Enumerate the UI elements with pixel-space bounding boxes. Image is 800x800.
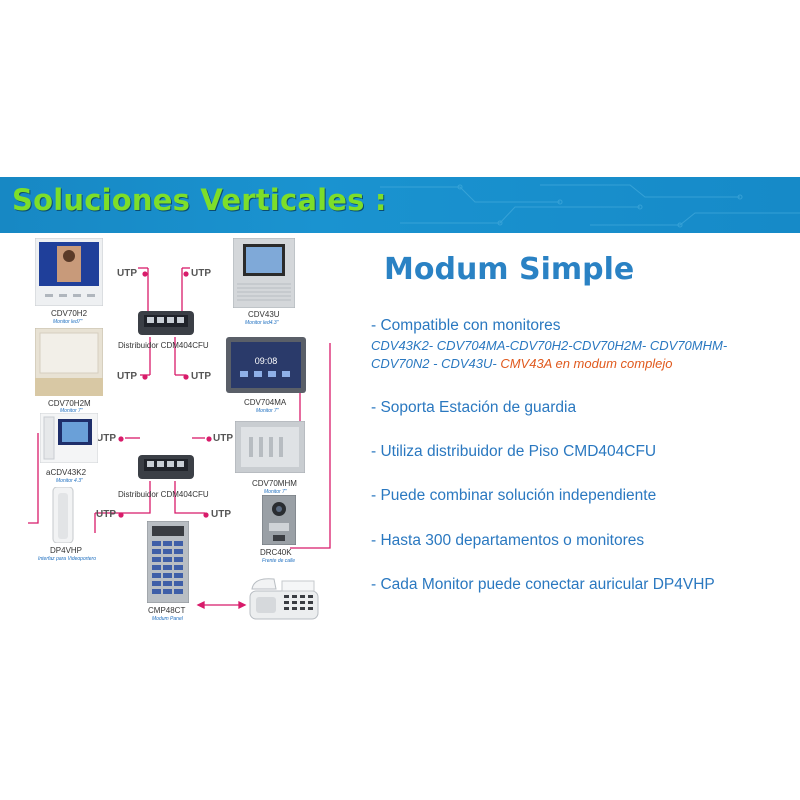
device-subtitle: Monitor 7" <box>256 408 279 414</box>
device-subtitle: Monitor led4.3" <box>245 320 279 326</box>
system-diagram: Distribuidor CDM404CFU Distribuidor CDM4… <box>0 233 360 633</box>
monitor-cdv70mhm-icon <box>235 421 305 473</box>
utp-label: UTP <box>191 268 211 279</box>
compat-note: CMV43A en modum complejo <box>500 356 673 371</box>
monitor-cdv43u-icon <box>233 238 295 308</box>
utp-label: UTP <box>213 433 233 444</box>
distributor-top-icon <box>138 311 194 335</box>
bullet-item: - Cada Monitor puede conectar auricular … <box>371 576 715 593</box>
device-label: DP4VHP <box>50 546 83 555</box>
monitor-cdv70h2-icon <box>35 238 103 306</box>
monitor-cdv704ma-icon: 09:08 <box>226 337 306 393</box>
distributor-bottom-icon <box>138 455 194 479</box>
device-label: CMP48CT <box>148 606 186 615</box>
bullet-item: - Hasta 300 departamentos o monitores <box>371 532 645 549</box>
device-subtitle: Monitor 7" <box>60 408 83 414</box>
device-subtitle: Monitor 4.3" <box>56 478 83 484</box>
device-subtitle: Monitor 7" <box>264 489 287 495</box>
utp-label: UTP <box>117 268 137 279</box>
screen-time: 09:08 <box>255 356 278 366</box>
handset-dp4vhp-icon <box>52 487 74 543</box>
device-subtitle: Interfaz para Videoportero <box>38 556 97 562</box>
device-subtitle: Modum Panel <box>152 616 183 622</box>
telephone-icon <box>249 578 319 620</box>
circuit-pattern <box>380 184 800 228</box>
device-label: CDV704MA <box>244 398 287 407</box>
bullet-item: - Soporta Estación de guardia <box>371 399 577 416</box>
distributor-label-bottom: Distribuidor CDM404CFU <box>118 490 209 499</box>
device-label: CDV70H2M <box>48 399 91 408</box>
utp-label: UTP <box>117 371 137 382</box>
title-banner: Soluciones Verticales : <box>0 177 800 233</box>
device-label: CDV43U <box>248 310 280 319</box>
monitor-acdv43k2-icon <box>40 413 98 463</box>
distributor-label-top: Distribuidor CDM404CFU <box>118 341 209 350</box>
device-label: CDV70MHM <box>252 479 297 488</box>
device-label: DRC40K <box>260 548 292 557</box>
monitor-cdv70h2m-icon <box>35 328 103 396</box>
utp-label: UTP <box>96 433 116 444</box>
device-label: aCDV43K2 <box>46 468 87 477</box>
device-subtitle: Monitor led7" <box>53 319 83 325</box>
banner-title: Soluciones Verticales : <box>12 183 387 217</box>
door-station-drc40k-icon <box>262 495 296 545</box>
panel-cmp48ct-icon <box>147 521 189 603</box>
page-heading: Modum Simple <box>384 252 635 287</box>
device-label: CDV70H2 <box>51 309 88 318</box>
compat-models-list: CDV43K2- CDV704MA-CDV70H2-CDV70H2M- CDV7… <box>371 338 728 371</box>
compat-models: CDV43K2- CDV704MA-CDV70H2-CDV70H2M- CDV7… <box>371 337 771 373</box>
utp-label: UTP <box>191 371 211 382</box>
utp-label: UTP <box>96 509 116 520</box>
bullet-item: - Puede combinar solución independiente <box>371 487 657 504</box>
device-subtitle: Frente de calle <box>262 558 296 564</box>
utp-label: UTP <box>211 509 231 520</box>
bullet-item: - Utiliza distribuidor de Piso CMD404CFU <box>371 443 657 460</box>
compat-label: - Compatible con monitores <box>371 317 561 334</box>
